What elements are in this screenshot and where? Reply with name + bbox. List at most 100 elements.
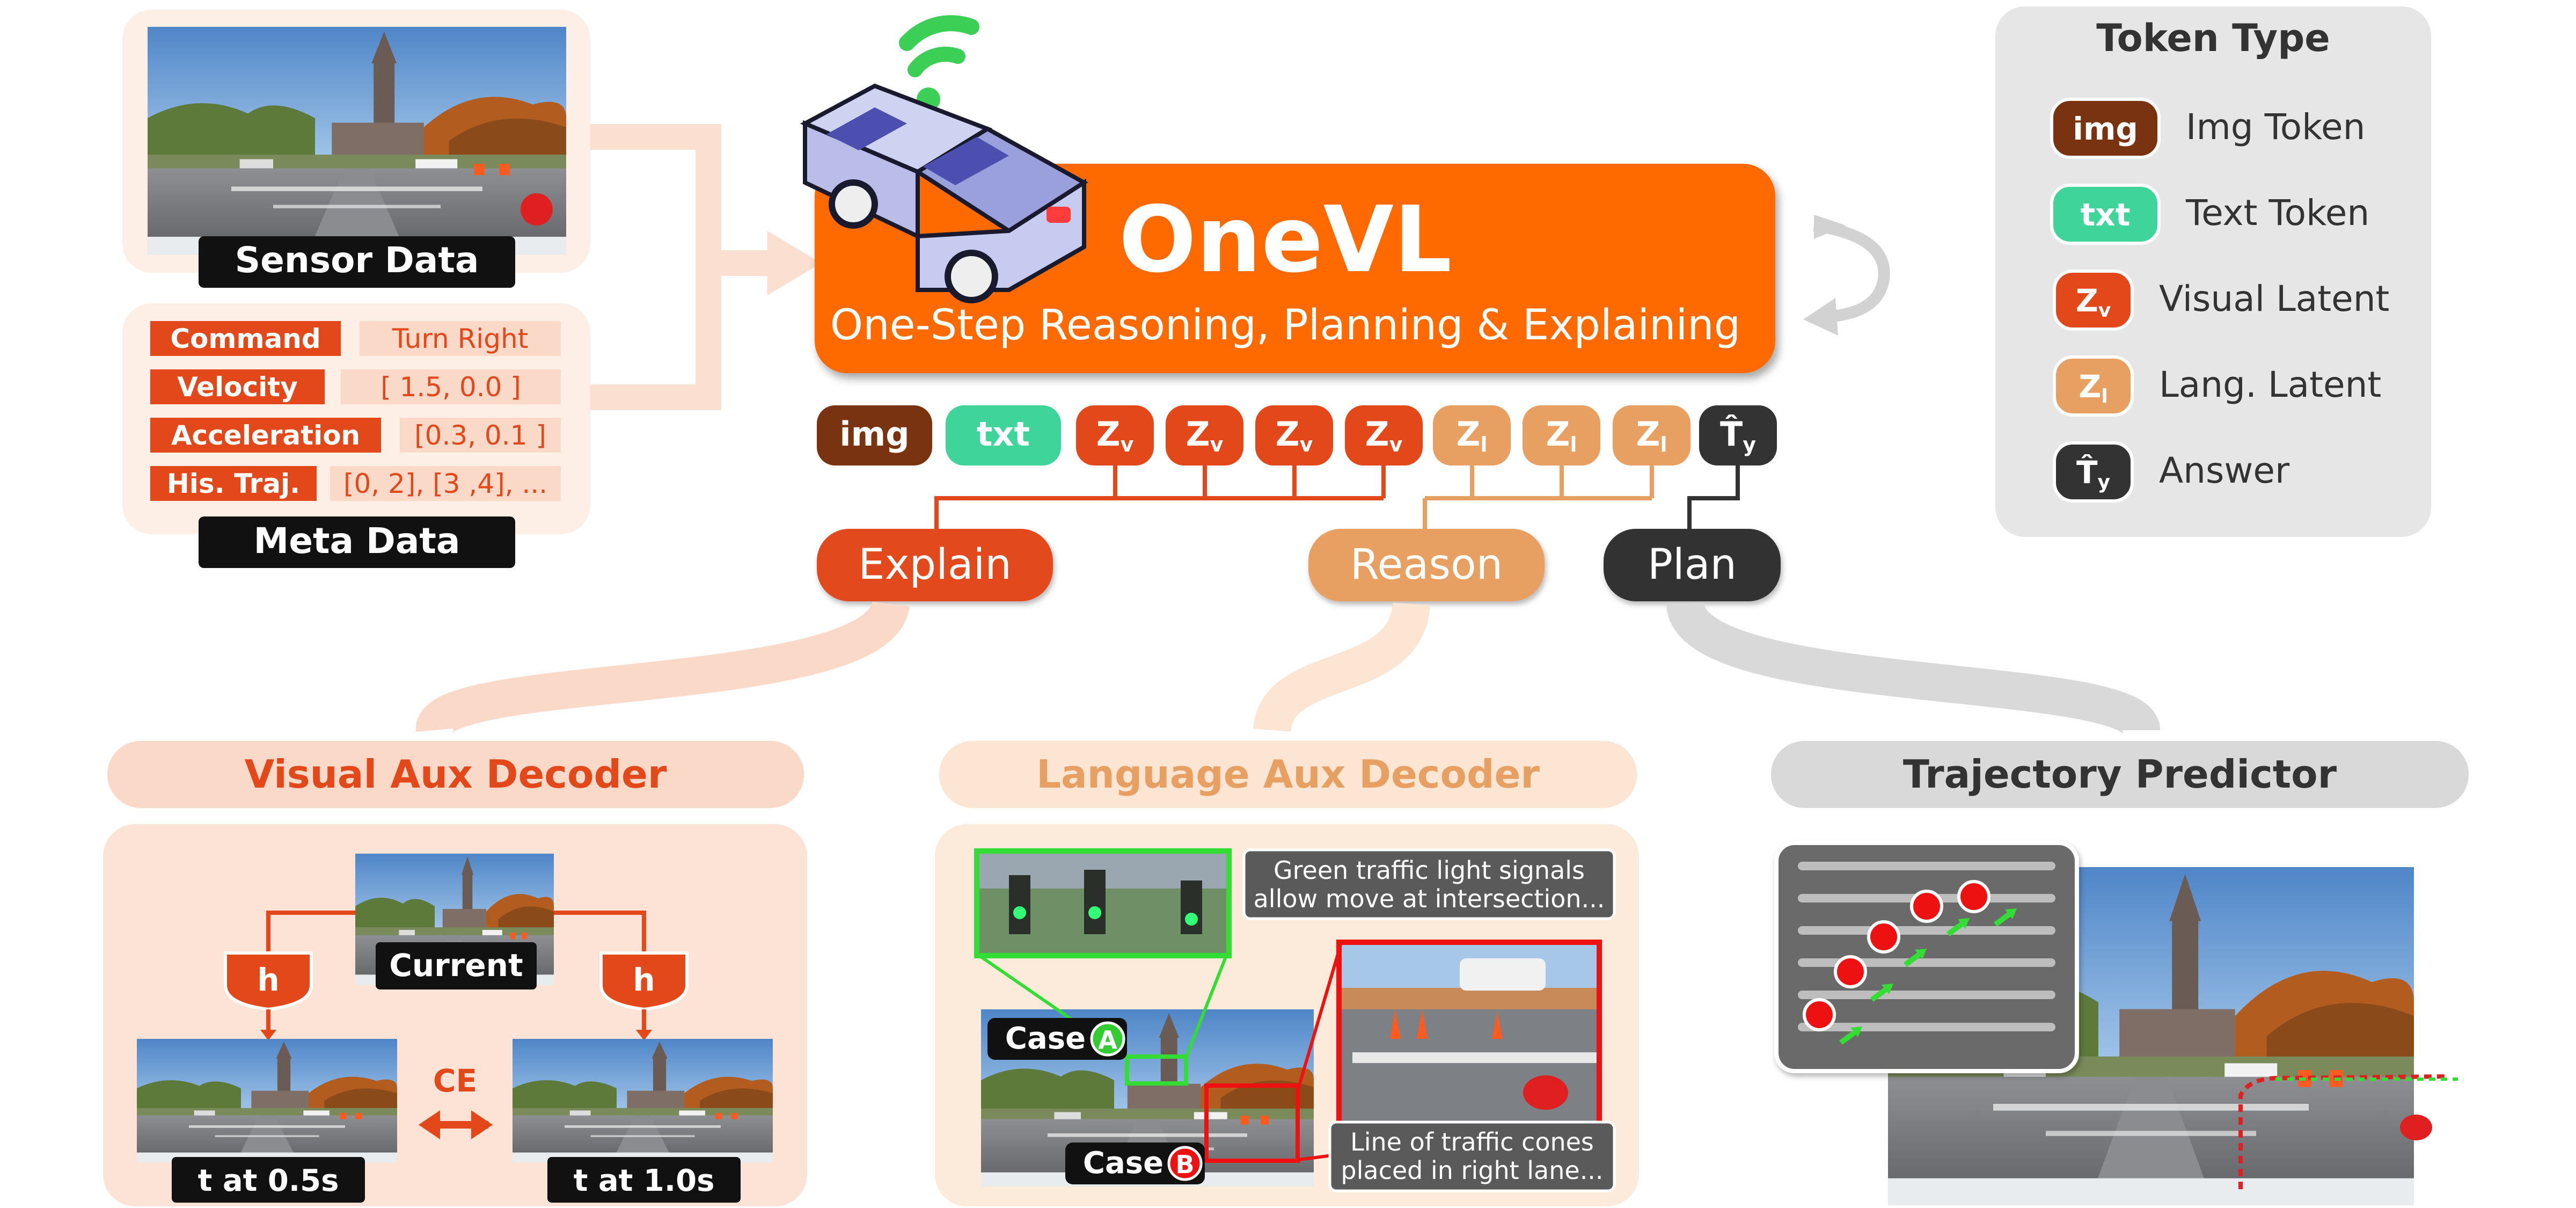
zoom-traffic-cones <box>1336 940 1602 1157</box>
inset-heading-arrow <box>1870 985 1890 1002</box>
h-block-right <box>599 951 689 1011</box>
explain-label: Explain <box>858 541 1012 589</box>
token-zv-label-main: Z <box>1186 414 1210 454</box>
legend-chip-label-sub: y <box>2098 471 2110 493</box>
caption-b-box <box>1328 1120 1616 1192</box>
inset-lane-line <box>1798 1023 2055 1031</box>
token-zl-chip <box>1433 405 1511 465</box>
zoom-traffic-light <box>974 848 1232 958</box>
car-wheel-front <box>945 250 998 303</box>
caption-a-line1: Green traffic light signals <box>1274 856 1585 885</box>
meta-key: His. Traj. <box>167 468 300 499</box>
inset-lane-line <box>1798 926 2055 935</box>
token-zl-label-sub: l <box>1480 433 1487 456</box>
legend-label: Lang. Latent <box>2159 364 2381 405</box>
meta-value: [0.3, 0.1 ] <box>414 420 546 451</box>
token-ty-label-main: T̂ <box>1720 414 1743 454</box>
meta-value-box <box>360 321 561 356</box>
loop-arrow-head <box>1803 298 1838 336</box>
meta-key-box <box>150 466 317 501</box>
case-a-box <box>1125 1054 1188 1086</box>
ce-arrow-left <box>419 1110 440 1139</box>
inset-waypoint <box>1910 890 1943 923</box>
legend-chip-label: Zv <box>2076 282 2111 322</box>
token-zv-label: Zv <box>1365 414 1403 456</box>
current-label: Current <box>389 947 523 984</box>
token-zv-label-main: Z <box>1365 414 1389 454</box>
meta-value-box <box>400 418 561 453</box>
car-rear-window <box>826 107 907 150</box>
token-txt-label: txt <box>977 414 1030 454</box>
frame-0-5s-label: t at 0.5s <box>198 1163 339 1198</box>
traj-cone-marker <box>2400 1115 2432 1140</box>
trajectory-inset <box>1774 841 2079 1073</box>
h-block-left <box>224 951 313 1011</box>
legend-chip <box>2053 441 2134 503</box>
trajectory-title: Trajectory Predictor <box>1903 752 2337 797</box>
sensor-data-label: Sensor Data <box>235 239 479 281</box>
meta-value: [ 1.5, 0.0 ] <box>380 372 521 403</box>
token-zl-chip <box>1613 405 1690 465</box>
token-zl-label-sub: l <box>1660 433 1667 456</box>
inset-heading-arrow <box>1946 920 1966 937</box>
legend-chip-label: img <box>2073 111 2138 147</box>
meta-value: Turn Right <box>392 323 529 354</box>
caption-a-box <box>1242 848 1616 920</box>
current-to-h-lines <box>266 911 646 953</box>
language-decoder-header <box>939 741 1637 808</box>
plan-flow <box>1666 600 2160 737</box>
token-zl-label-main: Z <box>1546 414 1570 454</box>
legend-chip-label: Zl <box>2079 368 2107 407</box>
token-zv-label-sub: v <box>1300 433 1313 456</box>
autonomous-car-icon <box>800 15 1088 303</box>
token-zv-label-main: Z <box>1276 414 1300 454</box>
legend-label: Img Token <box>2186 106 2365 148</box>
language-decoder-title: Language Aux Decoder <box>1036 752 1540 797</box>
legend-chip-label-main: img <box>2073 111 2138 147</box>
current-label-box <box>376 942 537 989</box>
inset-waypoint <box>1834 955 1867 988</box>
inset-lane-line <box>1798 862 2055 870</box>
h-arrow-left <box>260 1030 276 1040</box>
case-b-badge <box>1167 1146 1203 1181</box>
token-zl-label: Zl <box>1636 414 1667 456</box>
token-zl-label-main: Z <box>1457 414 1481 454</box>
token-zv-chip <box>1255 405 1333 465</box>
token-zv-label-sub: v <box>1210 433 1224 456</box>
legend-chip-label-sub: l <box>2101 385 2107 407</box>
token-zv-label-sub: v <box>1121 433 1134 456</box>
meta-key-box <box>150 418 381 453</box>
inset-heading-arrow <box>1994 910 2013 927</box>
inset-waypoint <box>1957 880 1990 913</box>
caption-b-line1: Line of traffic cones <box>1350 1127 1594 1156</box>
legend-chip <box>2053 270 2134 331</box>
token-zl-label: Zl <box>1546 414 1577 456</box>
inset-heading-arrow <box>1839 1028 1858 1045</box>
token-zv-label-main: Z <box>1096 414 1121 454</box>
reason-label: Reason <box>1350 541 1503 589</box>
legend-chip-label: T̂y <box>2076 454 2110 493</box>
meta-value: [0, 2], [3 ,4], ... <box>343 468 547 499</box>
case-a-badge-text: A <box>1098 1025 1117 1054</box>
visual-decoder-title: Visual Aux Decoder <box>245 752 667 797</box>
token-zv-label-sub: v <box>1389 433 1403 456</box>
sensor-data-label-box <box>199 236 515 288</box>
inset-heading-arrowhead <box>1915 949 1927 959</box>
explain-head <box>817 529 1053 601</box>
frame-0-5s-label-box <box>172 1157 365 1203</box>
reason-connector <box>1423 462 1654 529</box>
h-label-right: h <box>633 962 655 998</box>
legend-label: Text Token <box>2185 192 2369 234</box>
visual-decoder-header <box>107 741 804 808</box>
wifi-arc-outer <box>899 15 979 51</box>
legend-chip <box>2050 98 2161 159</box>
token-zv-chip <box>1345 405 1423 465</box>
legend-chip-label-main: txt <box>2081 197 2131 233</box>
h-arrow-right <box>636 1030 652 1040</box>
loop-arrow-tail <box>1814 215 1846 239</box>
wifi-arc-inner <box>908 47 965 77</box>
h-down-lines <box>266 1009 646 1031</box>
h-label-left: h <box>257 962 279 998</box>
